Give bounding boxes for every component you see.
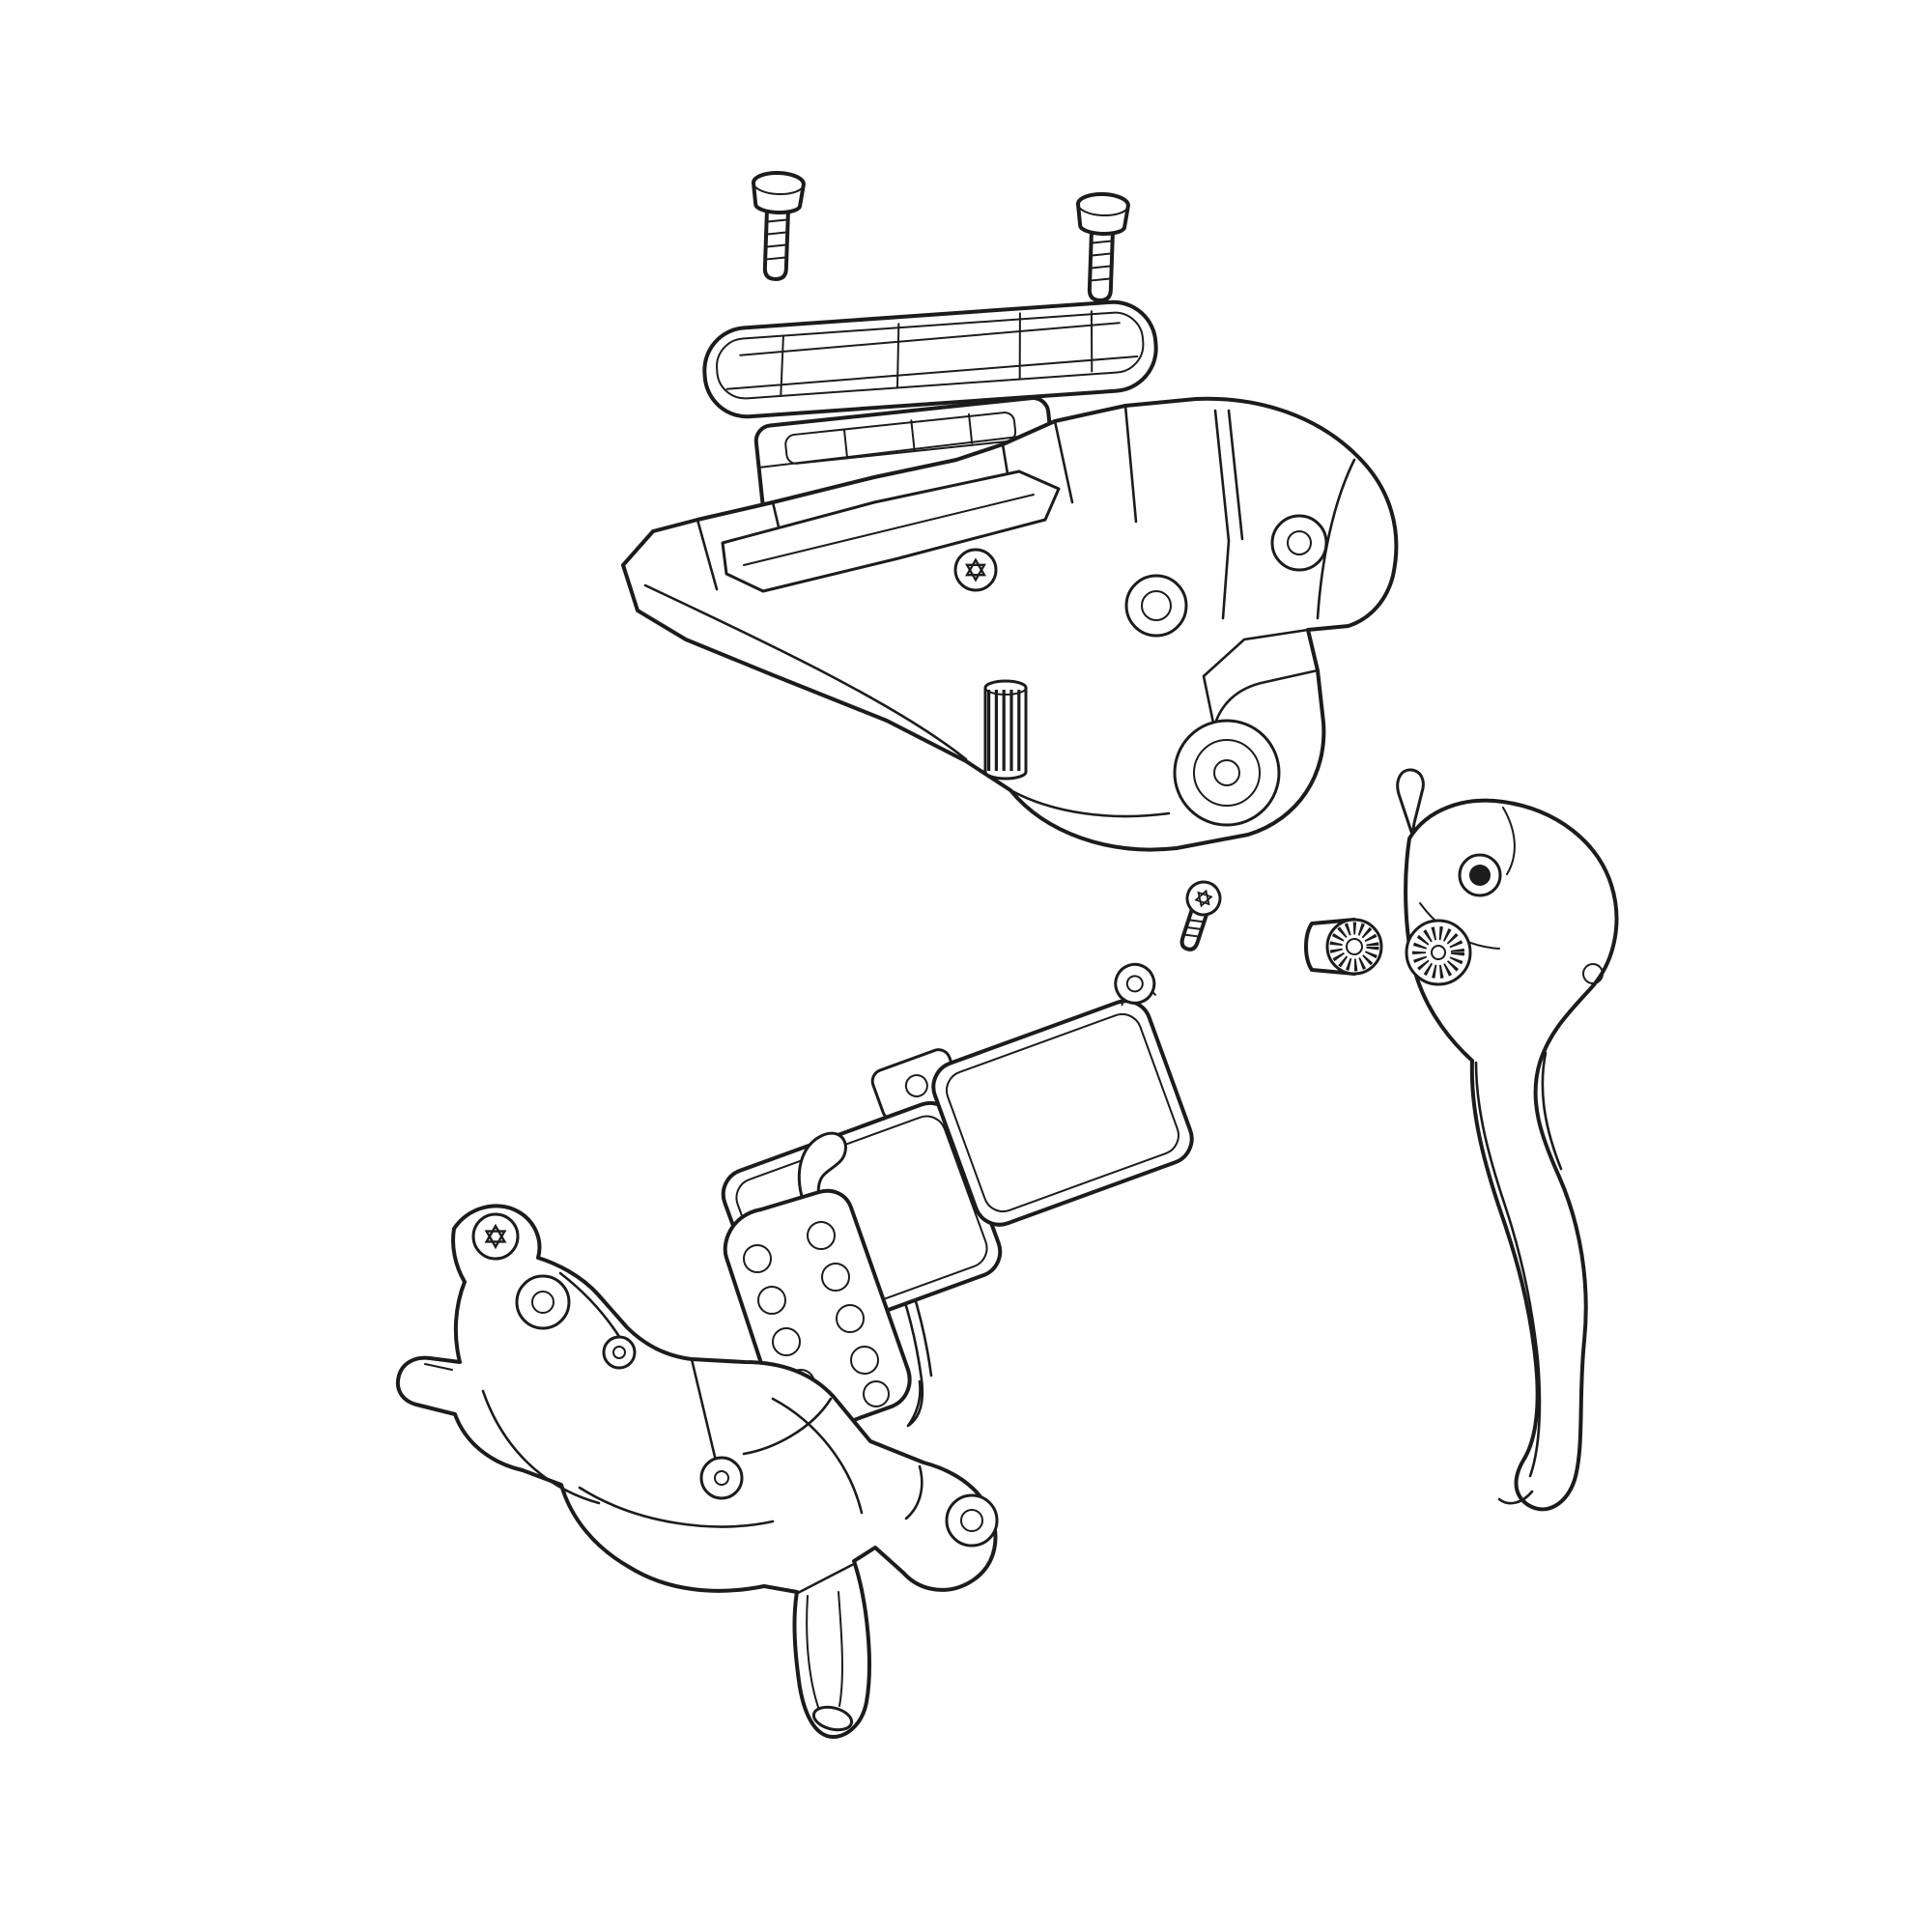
hole — [807, 1221, 836, 1250]
bolt-shape — [750, 172, 804, 280]
hole — [757, 1286, 786, 1315]
brake-pad-outer — [931, 962, 1194, 1227]
hole — [863, 1380, 890, 1407]
reservoir-cover — [702, 299, 1158, 419]
mount-ear-hole — [960, 1509, 983, 1532]
reservoir-face — [721, 469, 1061, 593]
knurl-top-rim — [984, 687, 1027, 696]
reach-adjust-knob — [1304, 918, 1383, 976]
reservoir-cover-bolt-right — [1074, 193, 1128, 301]
knob-center — [1346, 938, 1363, 955]
dial-center — [1431, 945, 1446, 960]
spacer-hook — [797, 1131, 847, 1202]
piston-boss-inner — [1141, 590, 1172, 621]
bleed-screw — [953, 548, 998, 592]
hose-port-opening — [811, 1705, 854, 1732]
master-cylinder-body — [621, 396, 1399, 852]
banjo-boss — [515, 1274, 571, 1330]
pad-ear — [1114, 962, 1156, 1005]
bolt-threads — [1182, 919, 1206, 938]
piston-boss — [1124, 574, 1188, 638]
lever-blade — [1396, 768, 1619, 1512]
lever-pivot-center — [1213, 759, 1240, 786]
cover-outline — [702, 299, 1158, 419]
detail-lines — [759, 412, 1050, 508]
pivot-pin — [1469, 865, 1491, 886]
bar-clamp-hole-inner — [1287, 530, 1312, 555]
bleed-screw-head — [953, 548, 998, 592]
mount-ear — [945, 1493, 999, 1548]
bolt-head — [1185, 880, 1222, 917]
bolt-shaft — [1179, 907, 1208, 952]
hole — [821, 1263, 850, 1292]
detail-lines — [725, 310, 1139, 397]
bar-clamp-hole — [1270, 514, 1328, 572]
caliper-outline — [396, 1204, 998, 1739]
hole — [743, 1244, 772, 1273]
pad-pin-center — [612, 1346, 626, 1359]
screw-head — [471, 1212, 520, 1261]
pad-backplate — [931, 999, 1194, 1227]
lever-pivot-bore — [1173, 719, 1281, 827]
lever-pivot-bolt — [1179, 880, 1222, 952]
bridge-boss — [699, 1456, 744, 1500]
bolt-shape — [1074, 193, 1128, 301]
bridge-boss-center — [714, 1470, 729, 1486]
lever-pivot-bearing — [1193, 739, 1261, 807]
caliper-fixing-screw — [471, 1212, 520, 1261]
caliper-body — [396, 1204, 999, 1739]
blade-outline — [1404, 798, 1619, 1512]
hose-cone-lines — [424, 1363, 843, 1711]
knob-knurl — [1329, 922, 1379, 972]
pivot-end — [1582, 963, 1604, 984]
body-outline — [621, 396, 1399, 852]
dial-knurl — [1412, 926, 1464, 979]
pad-pin-head — [602, 1335, 637, 1370]
reservoir-face-inner — [743, 494, 1035, 566]
cover-top-face — [716, 311, 1145, 400]
reservoir-cover-bolt-left — [750, 172, 804, 280]
facet-lines — [481, 1271, 923, 1596]
hole — [836, 1304, 865, 1333]
pad-tab-hole — [904, 1073, 928, 1097]
hole — [850, 1346, 879, 1375]
hole — [772, 1327, 801, 1356]
pad-ear-hole — [1125, 975, 1144, 993]
cam-hook — [1396, 768, 1425, 837]
reach-adjust-knurl — [983, 679, 1028, 781]
banjo-boss-inner — [531, 1291, 554, 1314]
blade-thickness-line — [1474, 1051, 1563, 1505]
pad-friction-surface — [946, 1012, 1179, 1213]
bladder-recess — [784, 412, 1017, 465]
